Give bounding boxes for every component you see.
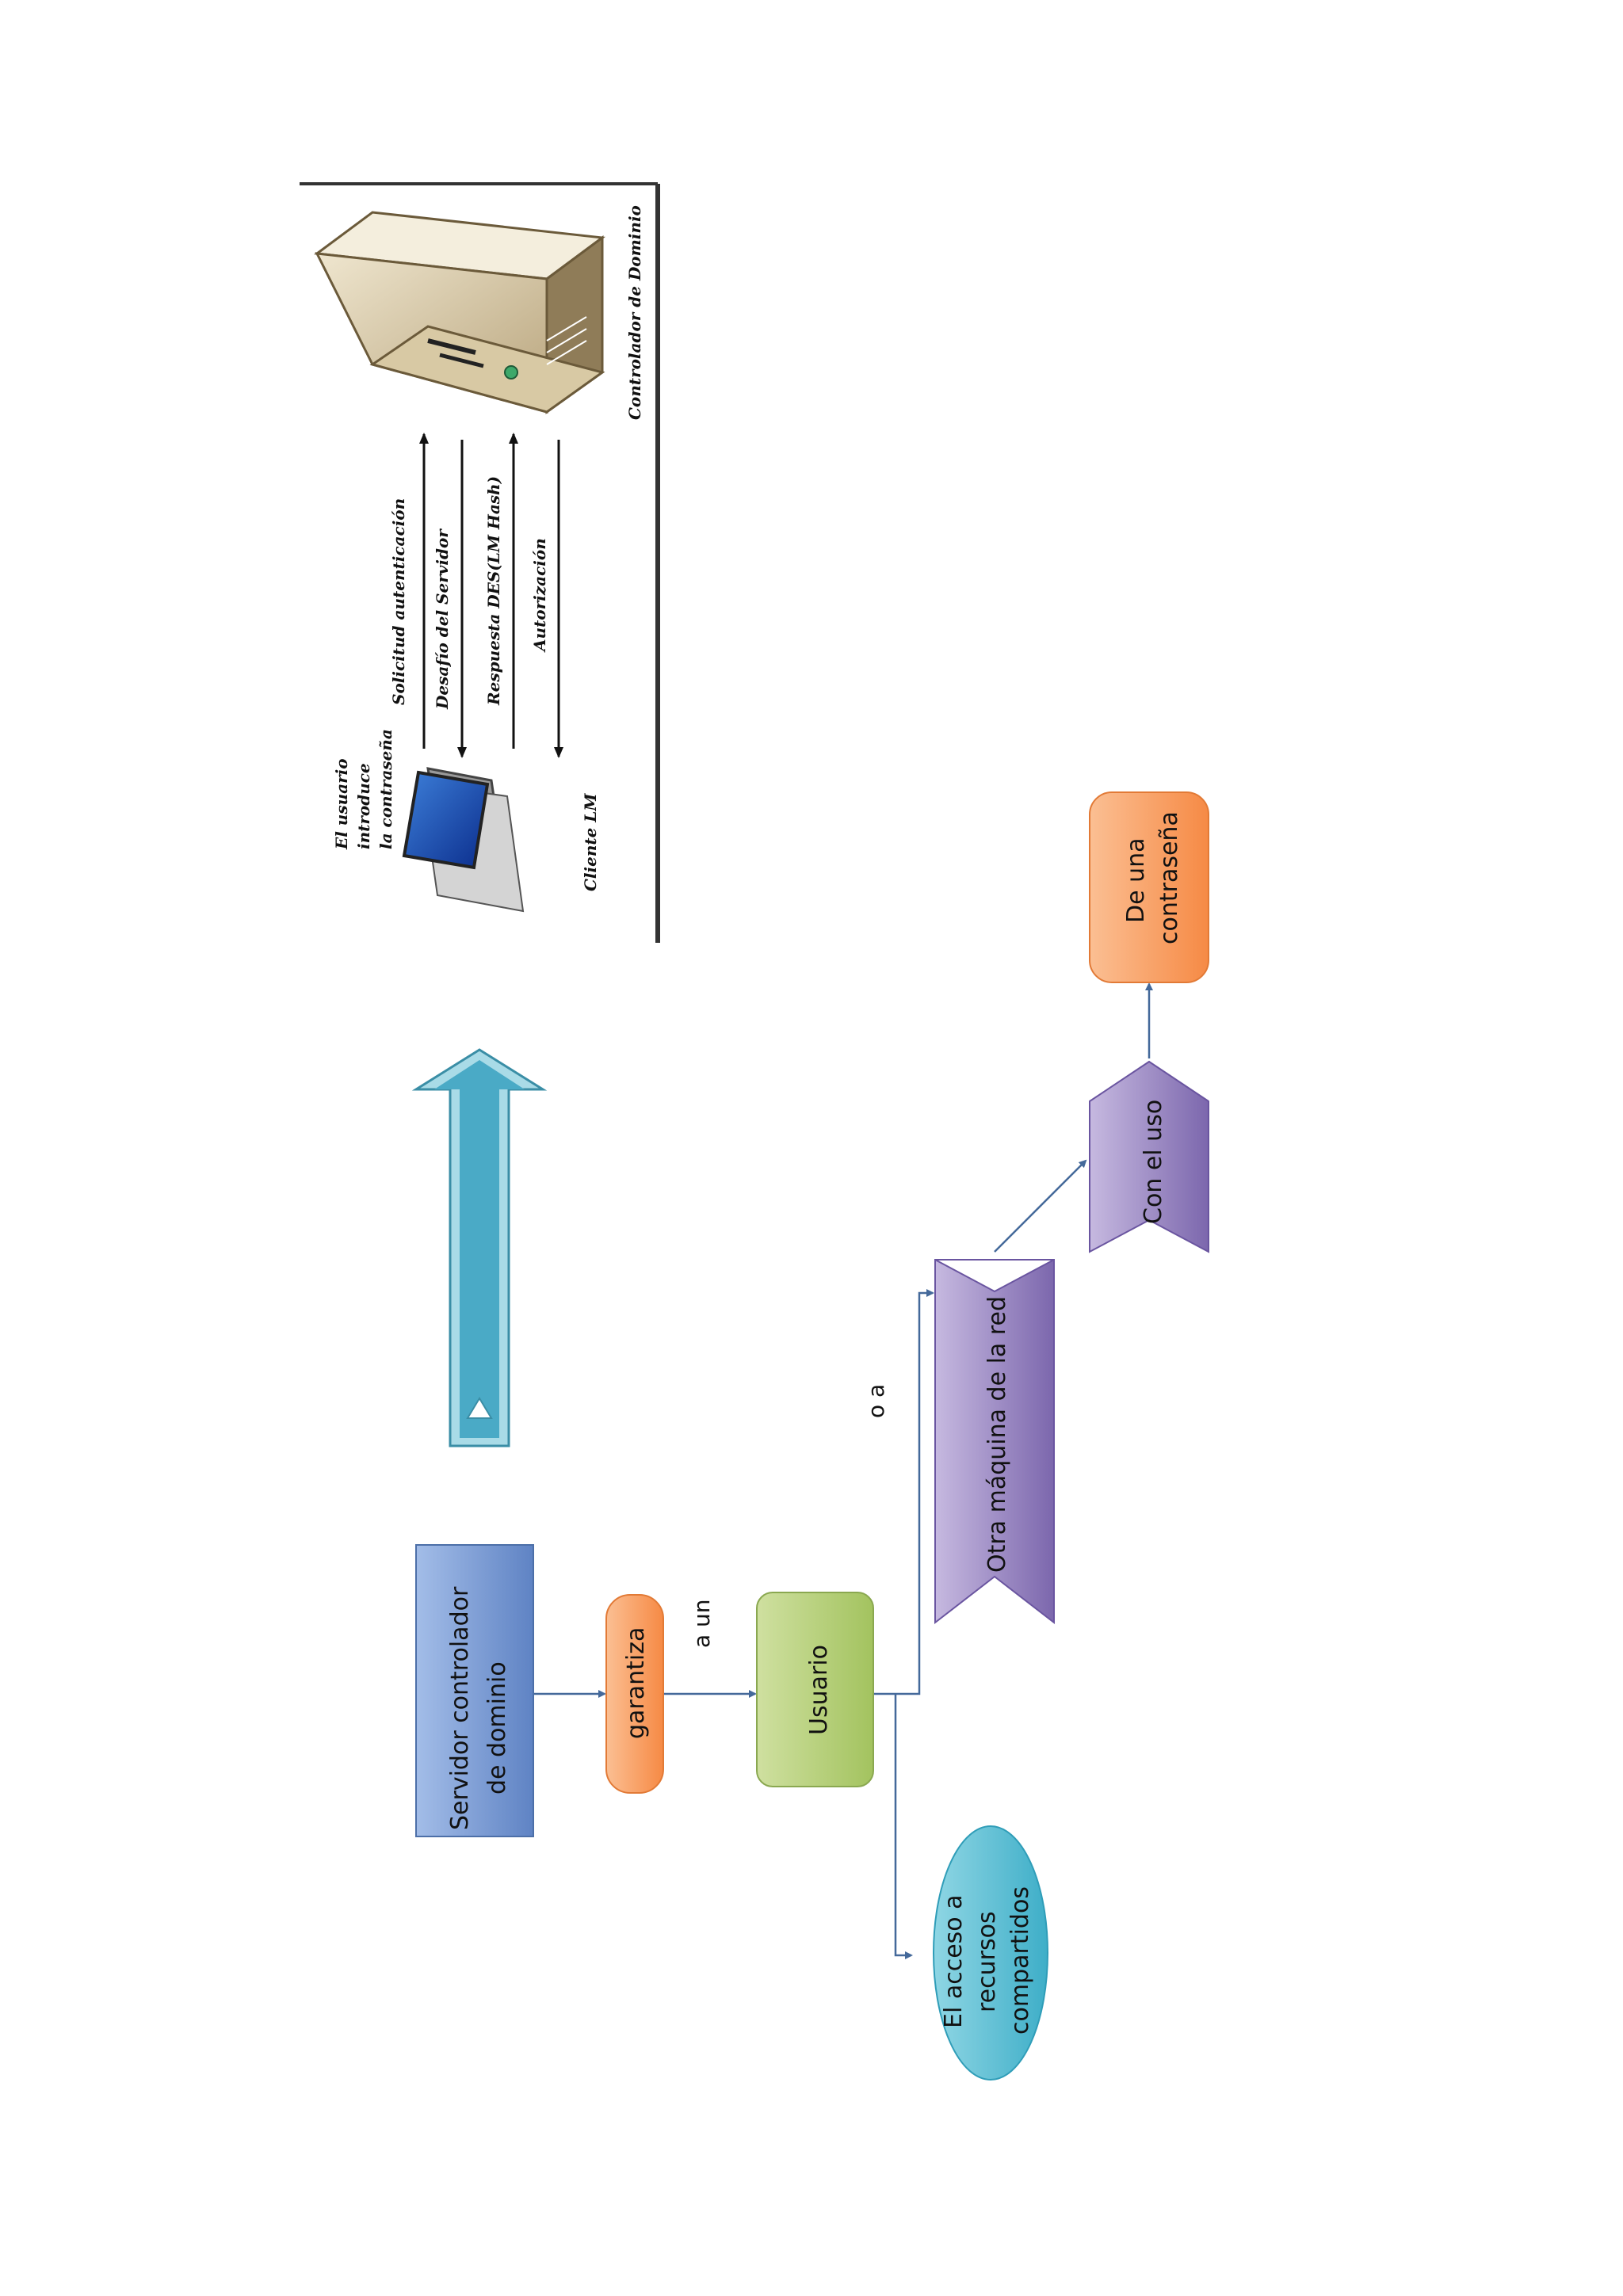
con-el-uso-shape [1089,1060,1209,1253]
a-un-label: a un [689,1599,715,1648]
contrasena-line2: contraseña [1155,811,1183,944]
otra-maquina-label: Otra máquina de la red [983,1296,1011,1573]
acceso-line1: El acceso a [940,1894,968,2028]
lm-auth-diagram: Solicitud autenticación Desafío del Serv… [300,182,660,943]
step-desafio: Desafío del Servidor [433,528,452,710]
acceso-line3: compartidos [1006,1886,1034,2035]
step-autorizacion: Autorización [530,538,549,653]
usuario-box [756,1592,874,1787]
contrasena-box [1089,791,1209,983]
contrasena-line1: De una [1122,837,1150,923]
connector-otra-conuso [994,1159,1087,1253]
o-a-label: o a [863,1384,889,1418]
garantiza-label: garantiza [622,1627,650,1739]
user-note-line1: El usuario [332,758,351,850]
laptop-icon [402,767,525,913]
client-label: Cliente LM [581,793,600,891]
user-note-line3: la contraseña [376,729,395,849]
connector-usuario-otra [872,1289,934,1695]
server-tower-icon [314,211,605,414]
connector-usuario-acceso [894,1694,913,1959]
server-box [415,1544,534,1837]
server-box-line1: Servidor controlador [446,1586,474,1830]
big-up-arrow [411,1048,548,1447]
step-solicitud: Solicitud autenticación [389,498,408,705]
connectors [533,982,1153,1959]
garantiza-box [605,1594,664,1794]
user-note-line2: introduce [354,763,373,849]
usuario-label: Usuario [805,1645,833,1735]
server-label: Controlador de Dominio [625,205,644,420]
step-respuesta: Respuesta DES(LM Hash) [484,476,503,706]
acceso-ellipse [933,1825,1048,2081]
server-box-line2: de dominio [483,1661,511,1794]
con-el-uso-label: Con el uso [1140,1100,1167,1224]
acceso-line2: recursos [973,1911,1001,2012]
